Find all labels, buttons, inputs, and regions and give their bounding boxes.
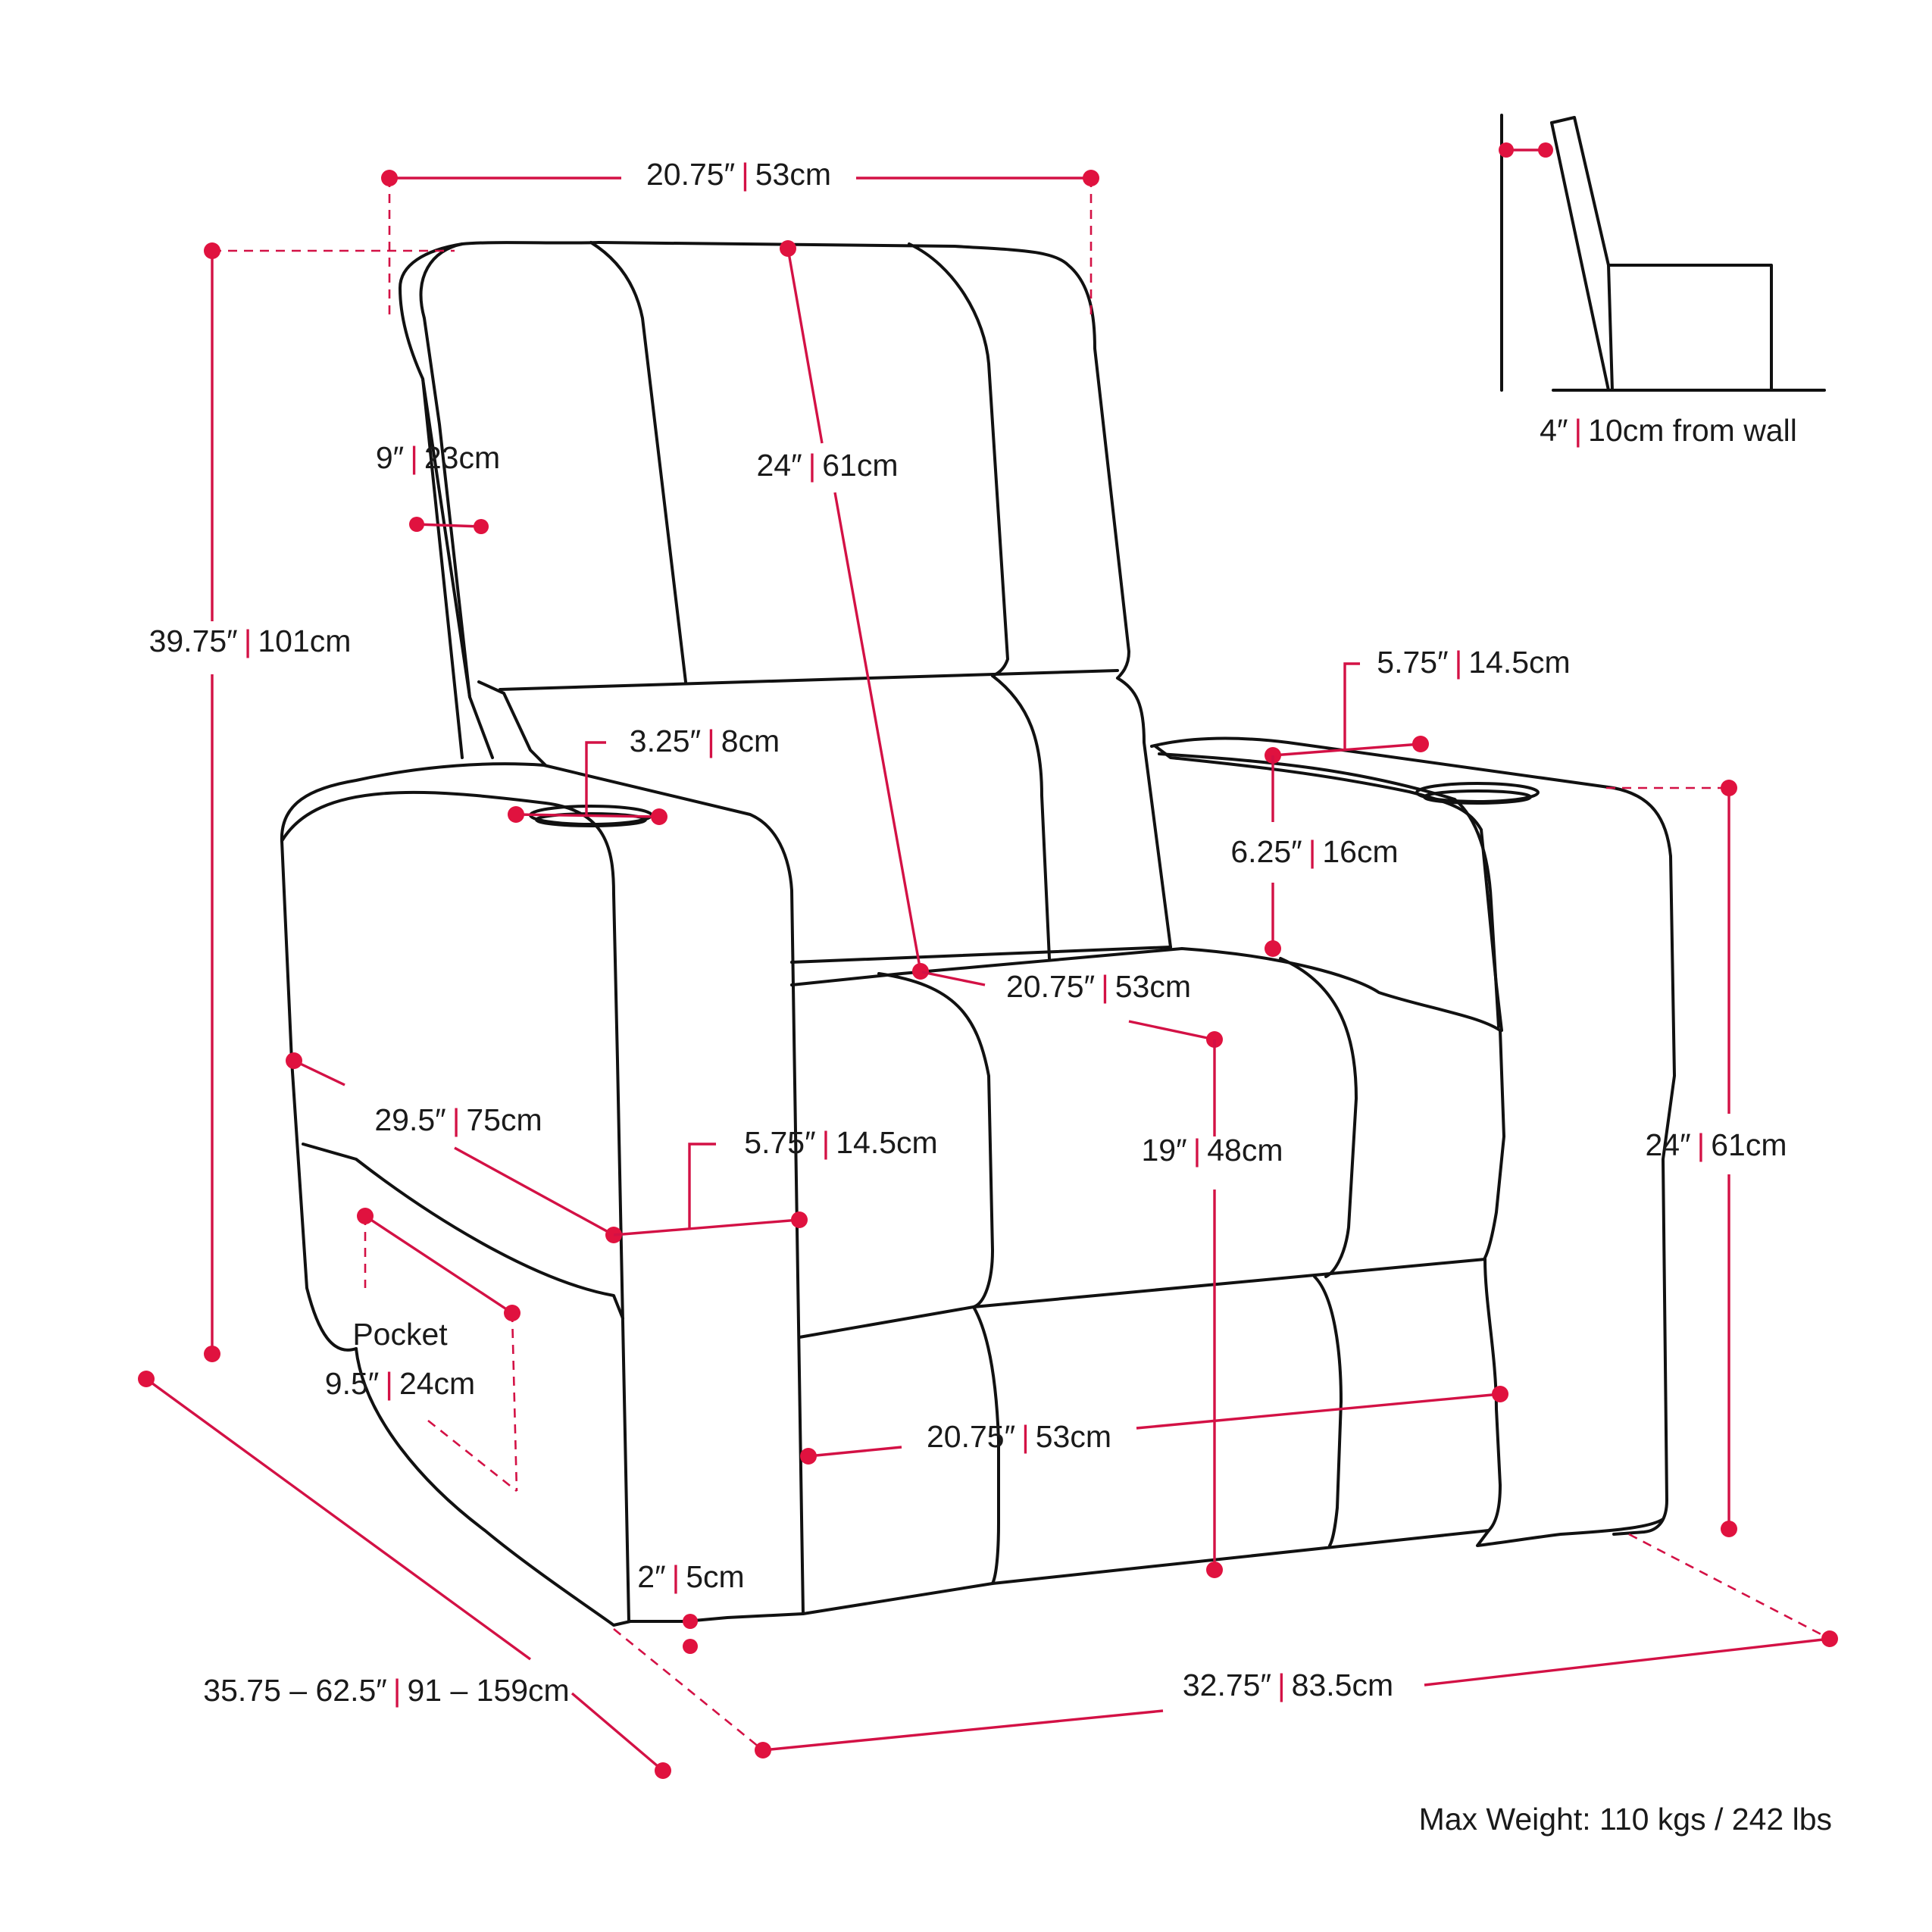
- dim-armrest-right: [1265, 662, 1429, 764]
- dim-overall-width: [613, 1533, 1838, 1758]
- dim-armrest-above-seat: [1265, 755, 1281, 957]
- dim-seat-height: [1206, 1039, 1223, 1578]
- dim-top-width: [381, 170, 1099, 318]
- label-top-width: 20.75″|53cm: [646, 157, 831, 192]
- label-back-height: 24″|61cm: [756, 448, 898, 483]
- label-wall-clearance: 4″|10cm from wall: [1540, 413, 1797, 448]
- label-footrest-width: 20.75″|53cm: [927, 1419, 1111, 1454]
- dim-arm-depth: [286, 1052, 622, 1243]
- dim-overall-depth: [138, 1371, 671, 1779]
- recliner-outline: [280, 241, 1676, 1627]
- label-armrest-above-seat: 6.25″|16cm: [1230, 834, 1398, 869]
- label-pocket: 9.5″|24cm: [325, 1366, 475, 1401]
- label-arm-depth: 29.5″|75cm: [374, 1102, 542, 1137]
- label-overall-depth: 35.75 – 62.5″|91 – 159cm: [203, 1673, 569, 1708]
- dim-footrest-width: [800, 1386, 1508, 1465]
- dim-pocket: [357, 1208, 521, 1493]
- label-total-height: 39.75″|101cm: [149, 624, 352, 658]
- label-armrest-left: 5.75″|14.5cm: [744, 1125, 937, 1160]
- label-seat-height: 19″|48cm: [1141, 1133, 1283, 1168]
- label-arm-height: 24″|61cm: [1645, 1127, 1787, 1162]
- label-wing-depth: 9″|23cm: [376, 440, 500, 475]
- label-pocket-title: Pocket: [352, 1317, 448, 1352]
- dim-cupholder: [508, 741, 667, 825]
- label-cupholder: 3.25″|8cm: [630, 724, 780, 758]
- dim-armrest-left: [613, 1143, 808, 1236]
- dim-total-height: [204, 242, 455, 1362]
- label-ground-clearance: 2″|5cm: [637, 1559, 744, 1594]
- label-armrest-right: 5.75″|14.5cm: [1377, 645, 1570, 680]
- dim-ground-clearance: [683, 1614, 698, 1654]
- dim-back-height: [780, 240, 929, 980]
- label-seat-width: 20.75″|53cm: [1006, 969, 1191, 1004]
- labels: 20.75″|53cm 39.75″|101cm 9″|23cm 24″|61c…: [149, 157, 1832, 1837]
- label-overall-width: 32.75″|83.5cm: [1183, 1668, 1393, 1702]
- dim-wing-depth: [409, 517, 489, 534]
- wall-clearance-inset: [1499, 114, 1826, 392]
- dim-arm-height: [1606, 780, 1737, 1537]
- max-weight-note: Max Weight: 110 kgs / 242 lbs: [1419, 1802, 1832, 1837]
